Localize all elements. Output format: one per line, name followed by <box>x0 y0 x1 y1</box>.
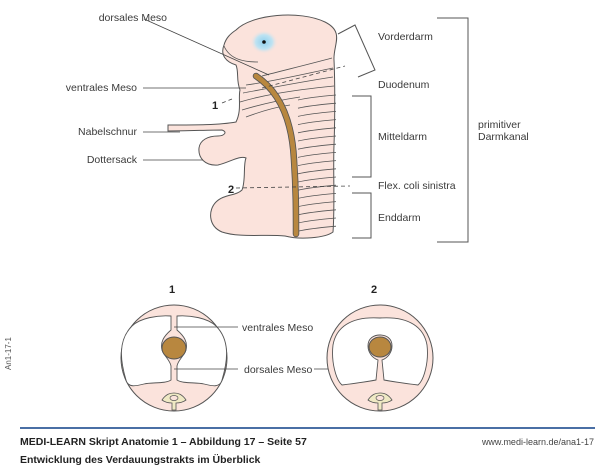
somite-line <box>297 160 337 166</box>
footer-title: MEDI-LEARN Skript Anatomie 1 – Abbildung… <box>20 436 307 448</box>
label-mitteldarm: Mitteldarm <box>378 131 427 143</box>
somite-line <box>297 119 337 125</box>
footer-rule <box>20 427 595 429</box>
somite-line <box>297 168 337 175</box>
cross-section-2 <box>326 304 434 412</box>
somite-line <box>297 152 337 158</box>
somite-line <box>297 193 337 199</box>
vertebra-icon-1 <box>161 392 187 411</box>
label-flex-coli-sinistra: Flex. coli sinistra <box>378 180 456 192</box>
footer-subtitle: Entwicklung des Verdauungstrakts im Über… <box>20 454 261 466</box>
label-dottersack: Dottersack <box>87 154 138 166</box>
bracket-mitteldarm <box>352 95 372 178</box>
somite-line <box>297 111 337 117</box>
somite-lines-right <box>297 94 337 232</box>
vertebra-icon-2 <box>367 392 393 411</box>
figure-code: An1-17-1 <box>4 337 13 370</box>
cross-label-ventrales-meso: ventrales Meso <box>242 322 313 334</box>
somite-line <box>297 176 337 183</box>
bracket-vorderdarm <box>337 24 376 78</box>
somite-line <box>297 201 337 207</box>
label-primitiver: primitiver <box>478 119 521 131</box>
label-duodenum: Duodenum <box>378 79 430 91</box>
somite-line <box>297 217 337 224</box>
section-line-1 <box>261 65 346 89</box>
label-enddarm: Enddarm <box>378 212 421 224</box>
label-ventrales-meso: ventrales Meso <box>66 82 137 94</box>
cross-section-title-2: 2 <box>371 284 377 296</box>
section-marker-2: 2 <box>228 184 234 196</box>
label-darmkanal: Darmkanal <box>478 131 529 143</box>
gut-tube <box>253 73 299 237</box>
somite-line <box>297 135 337 142</box>
somite-line <box>297 102 337 109</box>
label-nabelschnur: Nabelschnur <box>78 126 137 138</box>
cross-section-1 <box>120 304 228 412</box>
somite-line <box>297 143 337 150</box>
somite-line <box>297 209 337 216</box>
somite-line <box>297 94 337 101</box>
bracket-enddarm <box>352 192 372 239</box>
section-line-2 <box>235 185 351 189</box>
somite-line <box>297 184 337 191</box>
footer-url-link[interactable]: www.medi-learn.de/ana1-17 <box>481 437 594 447</box>
label-dorsales-meso: dorsales Meso <box>99 12 167 24</box>
section-marker-1: 1 <box>212 100 218 112</box>
label-vorderdarm: Vorderdarm <box>378 31 433 43</box>
somite-line <box>297 127 337 134</box>
cross-label-dorsales-meso: dorsales Meso <box>244 364 312 376</box>
bracket-darmkanal <box>437 17 469 243</box>
somite-line <box>297 225 337 232</box>
cross-section-title-1: 1 <box>169 284 175 296</box>
